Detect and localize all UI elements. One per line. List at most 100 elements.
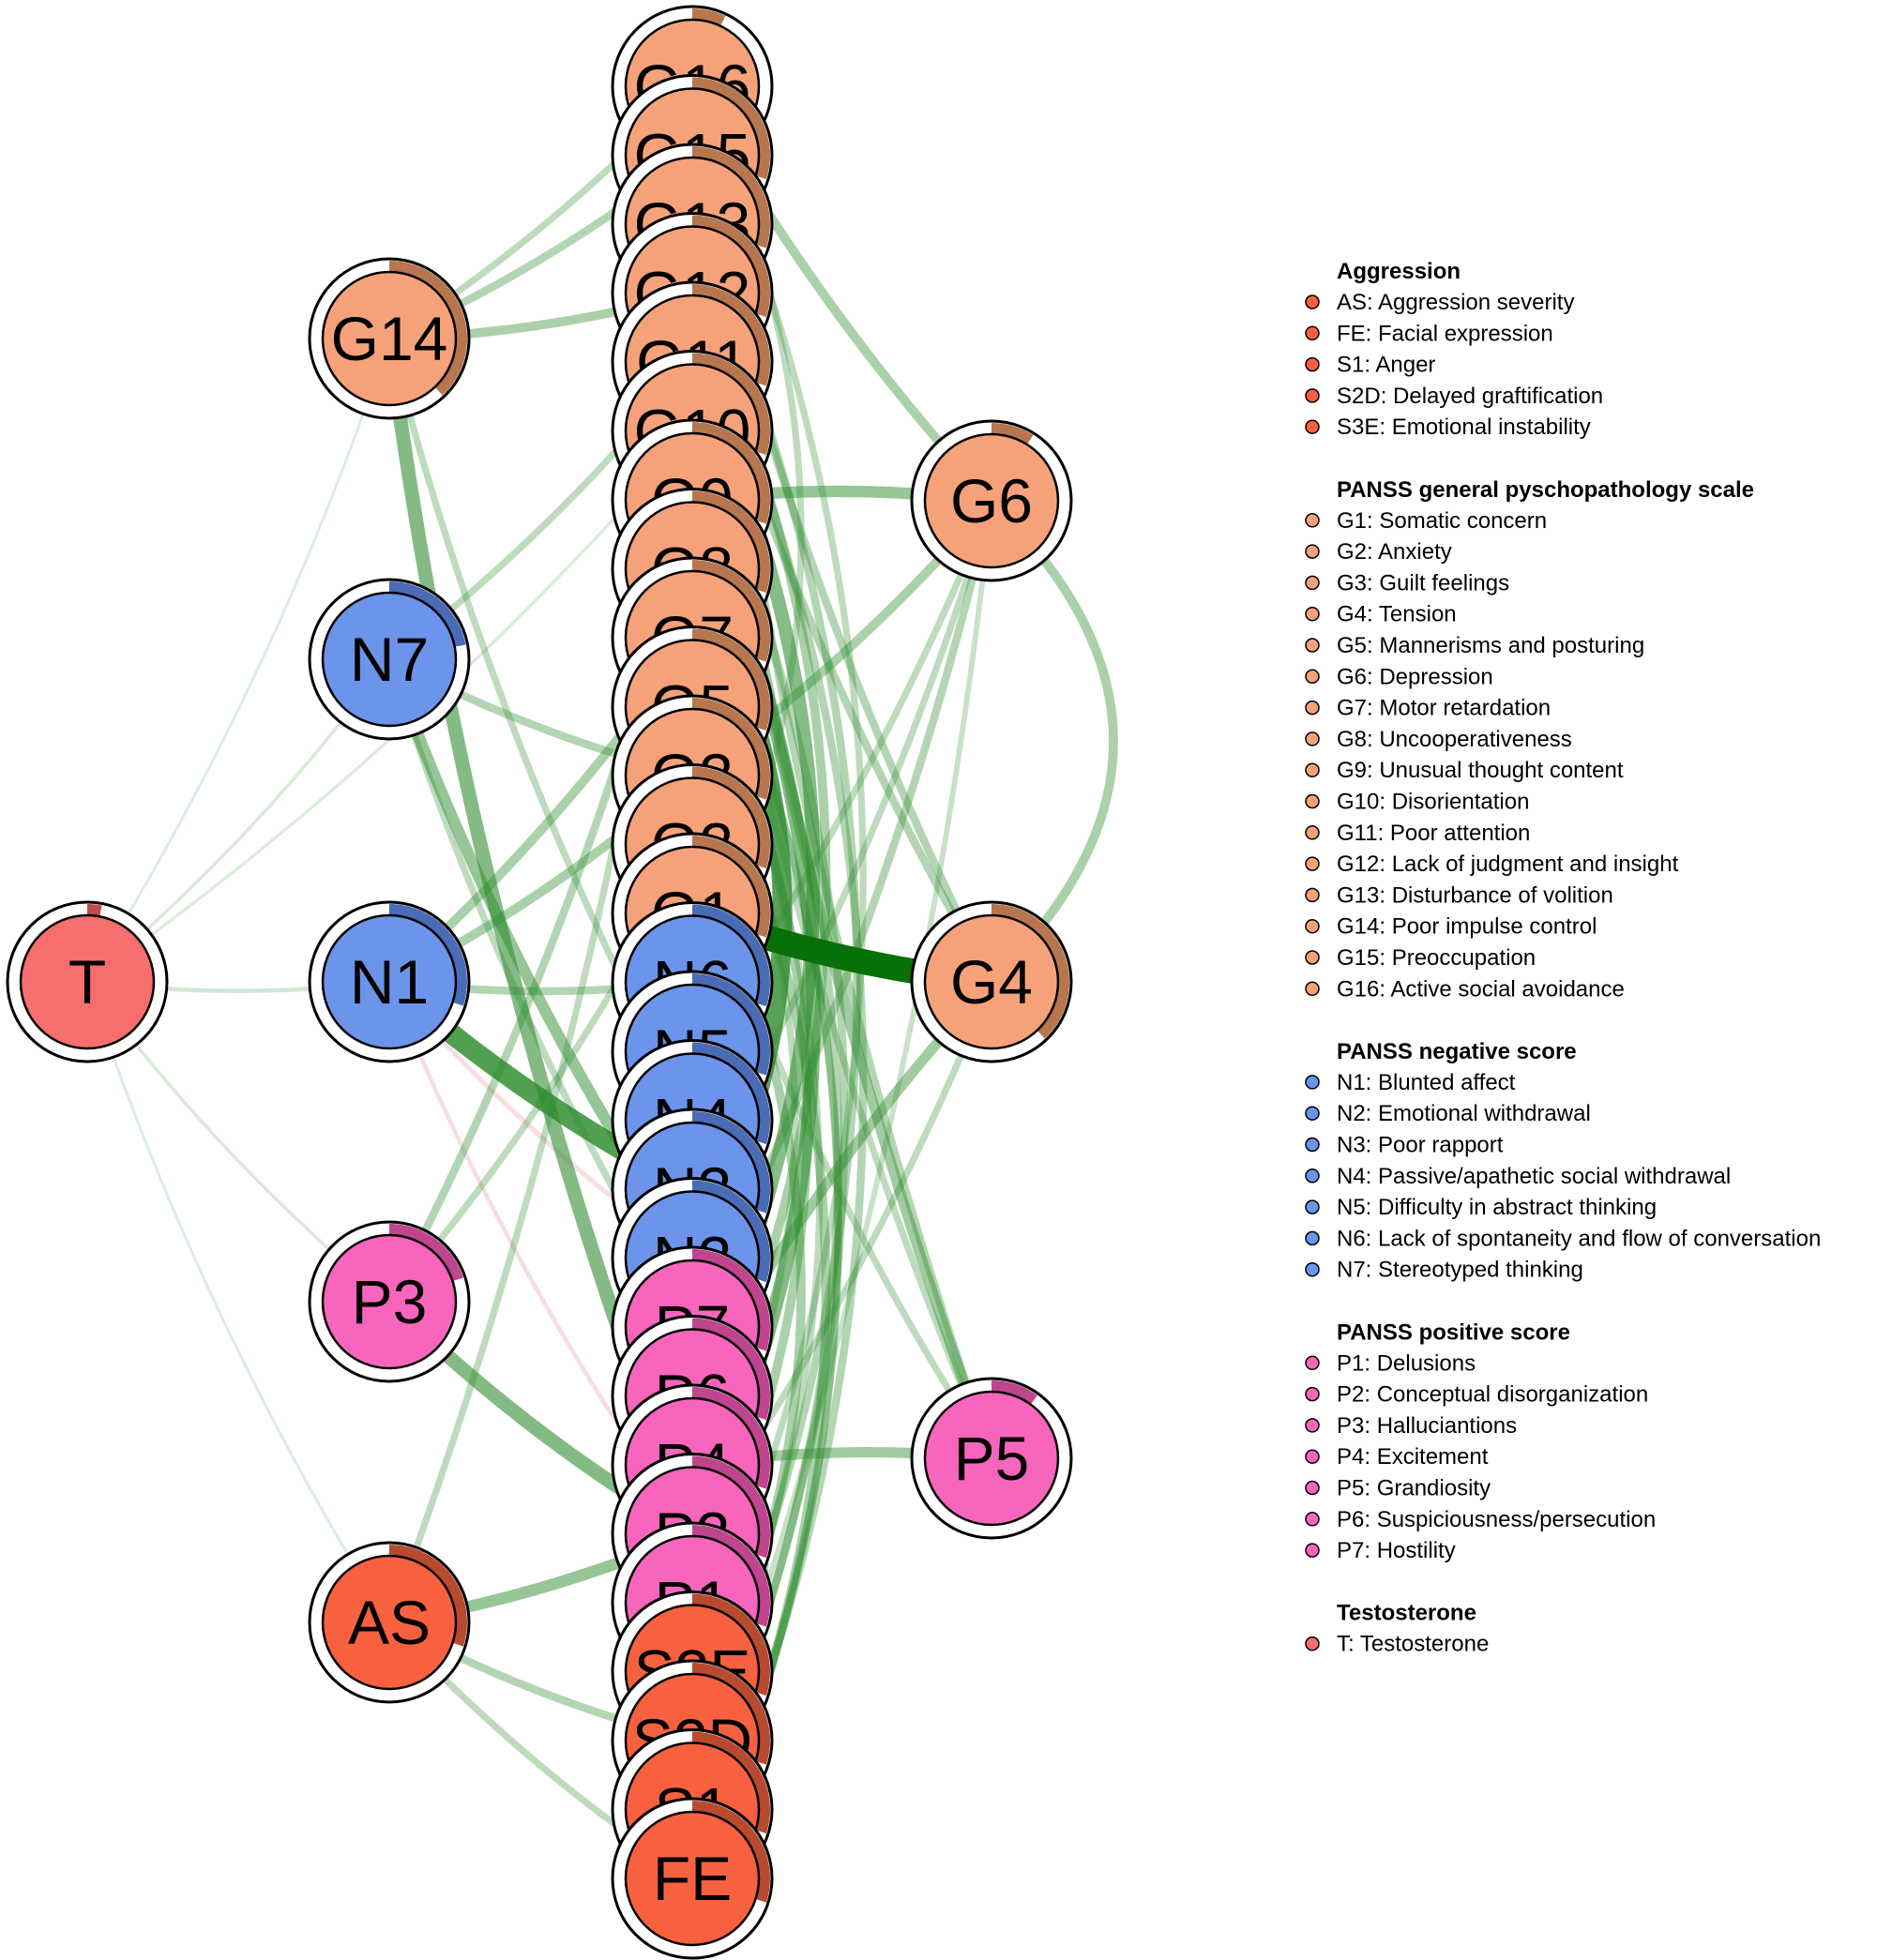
legend-dot [1305, 356, 1320, 372]
legend-item: G8: Uncooperativeness [1337, 727, 1572, 752]
legend-dot [1305, 544, 1320, 559]
node-G5-pie [691, 628, 770, 731]
legend-item: AS: Aggression severity [1337, 290, 1574, 315]
legend-item: G5: Mannerisms and posturing [1337, 633, 1644, 658]
node-G1-pie [691, 836, 770, 938]
edge-S2D-G13 [688, 219, 861, 1745]
node-N7-label: N7 [350, 625, 429, 694]
legend-item: G6: Depression [1337, 664, 1493, 689]
legend-item: P6: Suspiciousness/persecution [1337, 1507, 1656, 1532]
legend-item: FE: Facial expression [1337, 321, 1553, 346]
node-S2D-pie [691, 1663, 770, 1765]
node-G14-label: G14 [331, 304, 448, 373]
legend-dot [1305, 887, 1320, 903]
node-N7-pie [388, 581, 466, 647]
node-AS-pie [388, 1545, 467, 1647]
node-P3-pie [388, 1224, 463, 1282]
node-G14[interactable]: G14 [308, 257, 471, 420]
legend-item: G15: Preoccupation [1337, 945, 1536, 971]
legend-section-title: PANSS negative score [1337, 1039, 1577, 1064]
legend-item: P5: Grandiosity [1337, 1476, 1491, 1501]
legend-dot [1305, 731, 1320, 746]
legend-item: G16: Active social avoidance [1337, 976, 1625, 1002]
legend-dot [1305, 1137, 1320, 1153]
legend-item: T: Testosterone [1337, 1632, 1489, 1657]
legend-dot [1305, 1106, 1320, 1121]
legend-dot [1305, 762, 1320, 777]
node-N7[interactable]: N7 [308, 578, 471, 741]
node-N3-pie [691, 1111, 770, 1214]
node-P6-pie [691, 1318, 770, 1421]
node-P5[interactable]: P5 [910, 1377, 1073, 1540]
edge-S3E-G16 [689, 83, 867, 1676]
node-G15-pie [691, 77, 770, 180]
legend-section-title: PANSS general pyschopathology scale [1337, 477, 1754, 503]
legend-item: N1: Blunted affect [1337, 1070, 1516, 1095]
node-P4-pie [691, 1387, 770, 1489]
legend-item: P2: Conceptual disorganization [1337, 1382, 1648, 1408]
legend-dot [1305, 638, 1320, 653]
edge-T-AS [85, 980, 391, 1624]
legend-dot [1305, 1230, 1320, 1246]
node-AS[interactable]: AS [308, 1541, 471, 1704]
legend-item: G11: Poor attention [1337, 821, 1530, 846]
legend-section-title: Aggression [1337, 259, 1461, 284]
legend-item: G12: Lack of judgment and insight [1337, 852, 1679, 877]
node-P5-label: P5 [954, 1424, 1030, 1493]
node-G11-pie [691, 284, 770, 386]
legend-dot [1305, 981, 1320, 997]
legend-item: G13: Disturbance of volition [1337, 882, 1613, 908]
node-P1-pie [691, 1525, 770, 1627]
node-S3E-pie [691, 1593, 770, 1696]
legend-item: G7: Motor retardation [1337, 696, 1551, 721]
legend-item: P3: Halluciantions [1337, 1413, 1517, 1439]
legend-item: P1: Delusions [1337, 1350, 1476, 1376]
legend-item: S2D: Delayed graftification [1337, 384, 1603, 409]
node-AS-label: AS [348, 1588, 431, 1657]
node-FE[interactable]: FE [611, 1797, 774, 1960]
legend-dot [1305, 419, 1320, 434]
node-N4-pie [691, 1042, 770, 1145]
legend-dot [1305, 1418, 1320, 1433]
legend-dot [1305, 1543, 1320, 1558]
node-N1-label: N1 [350, 947, 429, 1017]
legend-section-title: PANSS positive score [1337, 1319, 1570, 1345]
edge-G6-G4 [987, 496, 1118, 987]
legend-section-title: Testosterone [1337, 1601, 1476, 1626]
node-N1[interactable]: N1 [308, 900, 471, 1063]
edge-FE-G12 [688, 289, 868, 1883]
node-N1-pie [388, 904, 467, 1006]
edge-T-G14 [85, 337, 391, 984]
legend-dot [1305, 700, 1320, 716]
legend-dot [1305, 793, 1320, 809]
legend-dot [1305, 606, 1320, 622]
node-S1-pie [691, 1731, 770, 1834]
node-G8-pie [691, 490, 770, 594]
node-G2-pie [691, 766, 770, 869]
legend-item: P4: Excitement [1337, 1444, 1489, 1470]
legend-dot [1305, 1199, 1320, 1214]
legend-dot [1305, 950, 1320, 965]
legend-item: N6: Lack of spontaneity and flow of conv… [1337, 1226, 1821, 1251]
legend-dot [1305, 575, 1320, 591]
node-P5-pie [991, 1380, 1037, 1405]
node-N5-pie [691, 973, 770, 1076]
node-P2-pie [691, 1455, 770, 1559]
node-G3-pie [691, 698, 770, 800]
legend-dot [1305, 513, 1320, 528]
node-P3[interactable]: P3 [308, 1220, 471, 1383]
node-P3-label: P3 [352, 1267, 428, 1336]
legend-dot [1305, 1386, 1320, 1402]
node-FE-pie [691, 1801, 770, 1903]
legend-dot [1305, 825, 1320, 840]
node-T-pie [86, 903, 102, 917]
node-T[interactable]: T [6, 900, 169, 1063]
node-G4[interactable]: G4 [910, 900, 1073, 1063]
legend-dot [1305, 325, 1320, 341]
node-N6-pie [691, 904, 770, 1007]
nodes-layer: G14N7N1P3ASTG6G4P5G16G15G13G12G11G10G9G8… [6, 5, 1073, 1960]
legend-dot [1305, 1355, 1320, 1371]
node-G6[interactable]: G6 [910, 419, 1073, 582]
legend-item: G1: Somatic concern [1337, 508, 1547, 534]
